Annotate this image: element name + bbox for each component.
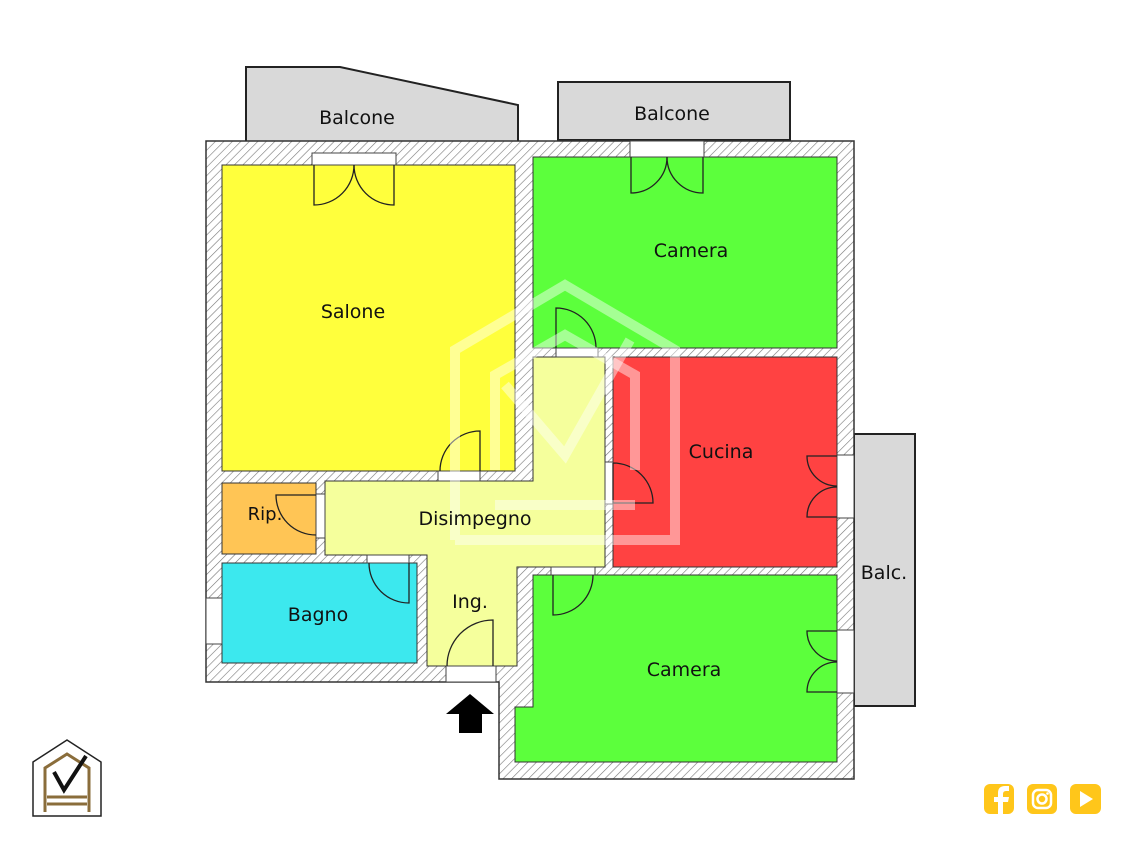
door-swing-camera-bottom-window xyxy=(806,630,838,693)
door-swing-camera-window xyxy=(630,156,704,194)
door-gap-cucina xyxy=(604,461,614,505)
window-cucina xyxy=(836,454,855,519)
window-bagno xyxy=(205,597,223,645)
facebook-icon[interactable] xyxy=(984,784,1014,814)
youtube-icon[interactable] xyxy=(1070,784,1101,814)
door-swing-salone xyxy=(439,430,481,472)
entrance-opening xyxy=(445,665,497,683)
door-gap-camera-bottom xyxy=(550,566,596,576)
door-swing-cucina xyxy=(612,462,654,504)
room-bagno xyxy=(221,562,418,664)
room-salone xyxy=(221,164,516,472)
window-camera-bottom xyxy=(836,629,855,694)
window-camera-top xyxy=(629,140,705,158)
door-swing-cucina-window xyxy=(806,455,838,518)
door-swing-entrance xyxy=(446,619,494,667)
label-salone: Salone xyxy=(321,301,385,323)
room-cucina xyxy=(612,356,838,568)
door-gap-bagno xyxy=(366,554,410,564)
label-camera-top: Camera xyxy=(654,240,729,262)
label-ripostiglio: Rip. xyxy=(248,504,283,525)
room-camera-bottom xyxy=(514,574,838,763)
window-salone xyxy=(311,152,397,166)
label-balcone-left: Balcone xyxy=(319,107,395,129)
door-gap-rip xyxy=(315,493,326,539)
door-swing-salone-window xyxy=(313,164,395,206)
door-swing-camera-top xyxy=(555,307,597,349)
instagram-icon[interactable] xyxy=(1027,784,1057,814)
door-swing-camera-bottom xyxy=(552,574,594,616)
label-balcone-right: Balcone xyxy=(634,103,710,125)
balcony-left xyxy=(245,66,519,153)
balcony-right xyxy=(557,81,791,141)
door-gap-camera-top xyxy=(555,347,599,358)
label-ingresso: Ing. xyxy=(452,591,488,613)
watermark-logo xyxy=(450,279,680,545)
door-swing-bagno xyxy=(368,562,410,604)
label-disimpegno: Disimpegno xyxy=(418,508,531,530)
balcony-side xyxy=(853,433,916,707)
label-bagno: Bagno xyxy=(288,604,348,626)
entrance-arrow-icon xyxy=(446,694,494,733)
label-cucina: Cucina xyxy=(689,441,754,463)
agency-logo-icon xyxy=(32,739,102,817)
door-swing-rip xyxy=(275,494,317,536)
door-gap-salone xyxy=(437,470,481,482)
label-camera-bottom: Camera xyxy=(647,659,722,681)
label-balc-side: Balc. xyxy=(861,562,907,584)
